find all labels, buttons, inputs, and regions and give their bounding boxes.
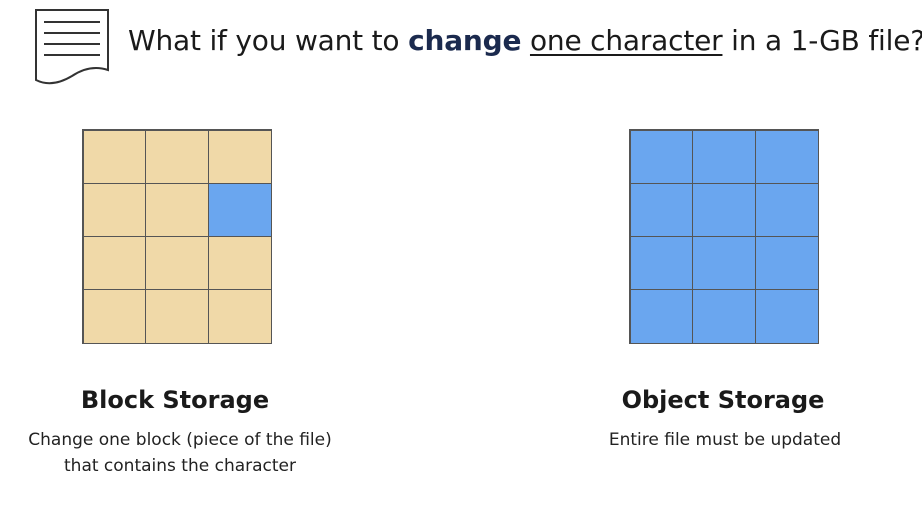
block-cell	[82, 289, 147, 344]
headline-prefix: What if you want to	[128, 24, 409, 57]
block-cell	[82, 236, 147, 291]
block-storage-description-line2: that contains the character	[64, 456, 296, 476]
block-cell	[82, 129, 147, 184]
block-cell	[145, 289, 209, 344]
block-cell	[692, 129, 756, 184]
object-storage-grid	[629, 129, 819, 344]
block-cell	[629, 129, 694, 184]
block-cell	[145, 129, 209, 184]
block-cell	[629, 182, 694, 237]
block-cell	[629, 236, 694, 291]
document-icon	[35, 9, 109, 85]
block-cell	[629, 289, 694, 344]
object-storage-description: Entire file must be updated	[608, 430, 842, 450]
object-storage-title: Object Storage	[621, 386, 825, 414]
block-cell	[145, 182, 209, 237]
block-cell	[754, 236, 819, 291]
block-cell	[82, 182, 147, 237]
headline-suffix: in a 1-GB file?	[722, 24, 922, 57]
block-storage-description-line1: Change one block (piece of the file)	[28, 430, 332, 450]
headline-question: What if you want to change one character…	[128, 24, 922, 57]
block-cell	[692, 236, 756, 291]
block-cell	[692, 289, 756, 344]
headline-underlined: one character	[529, 24, 723, 57]
headline-space	[521, 24, 530, 57]
block-cell	[207, 289, 272, 344]
block-cell	[692, 182, 756, 237]
block-cell	[754, 289, 819, 344]
block-storage-description: Change one block (piece of the file) tha…	[10, 427, 350, 479]
headline-emphasis: change	[408, 24, 522, 57]
block-cell	[754, 129, 819, 184]
block-cell	[145, 236, 209, 291]
block-cell	[207, 129, 272, 184]
block-storage-title: Block Storage	[80, 386, 270, 414]
block-cell	[207, 236, 272, 291]
changed-block-cell	[207, 182, 272, 237]
block-storage-grid	[82, 129, 272, 344]
block-cell	[754, 182, 819, 237]
